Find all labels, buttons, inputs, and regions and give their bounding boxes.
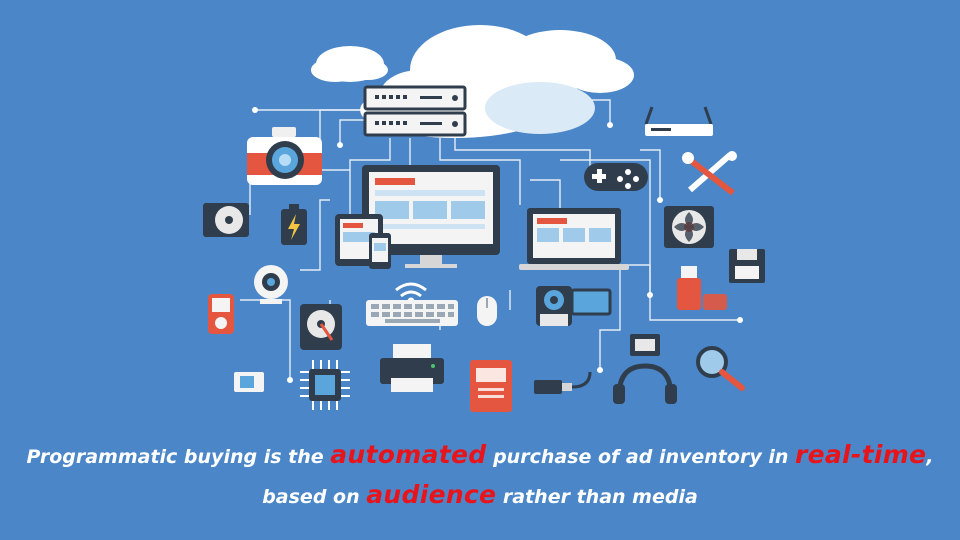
sim-card-icon (234, 372, 264, 392)
devices-network-illustration (203, 25, 765, 412)
caption-highlight-real-time: real-time (794, 440, 927, 469)
battery-icon (281, 204, 307, 245)
gamepad-icon (584, 163, 648, 191)
hdd-icon (300, 304, 342, 350)
floppy-disk-icon (729, 249, 765, 283)
magnifier-icon (696, 346, 745, 391)
video-camera-icon (536, 286, 612, 326)
server-icon (363, 85, 467, 137)
usb-drive-icon (677, 266, 727, 310)
caption-line-2: based on audience rather than media (0, 476, 960, 516)
desktop-monitor-icon (362, 165, 500, 268)
camera-icon (247, 127, 322, 185)
caption-highlight-automated: automated (330, 440, 487, 469)
tools-icon (682, 151, 737, 196)
usb-cable-icon (534, 371, 592, 394)
printer-icon (380, 344, 444, 392)
hard-drive-icon (203, 203, 249, 237)
connection-lines (240, 99, 740, 380)
headphones-icon (613, 363, 677, 404)
mouse-icon (477, 296, 497, 326)
keyboard-icon (366, 300, 458, 326)
mp3-player-icon (208, 294, 234, 334)
cpu-chip-icon (300, 360, 350, 410)
laptop-icon (519, 208, 629, 270)
smartphone-icon (369, 233, 391, 269)
caption: Programmatic buying is the automated pur… (0, 436, 960, 516)
ssd-icon (470, 360, 512, 412)
caption-text: , (926, 446, 934, 468)
caption-line-1: Programmatic buying is the automated pur… (0, 436, 960, 476)
caption-highlight-audience: audience (366, 480, 497, 509)
caption-text: Programmatic buying is the (26, 446, 331, 468)
caption-text: purchase of ad inventory in (486, 446, 795, 468)
smartwatch-icon (630, 334, 660, 356)
router-icon (644, 106, 713, 136)
fan-icon (664, 206, 714, 248)
caption-text: based on (262, 486, 367, 508)
webcam-icon (254, 265, 288, 304)
caption-text: rather than media (496, 486, 698, 508)
